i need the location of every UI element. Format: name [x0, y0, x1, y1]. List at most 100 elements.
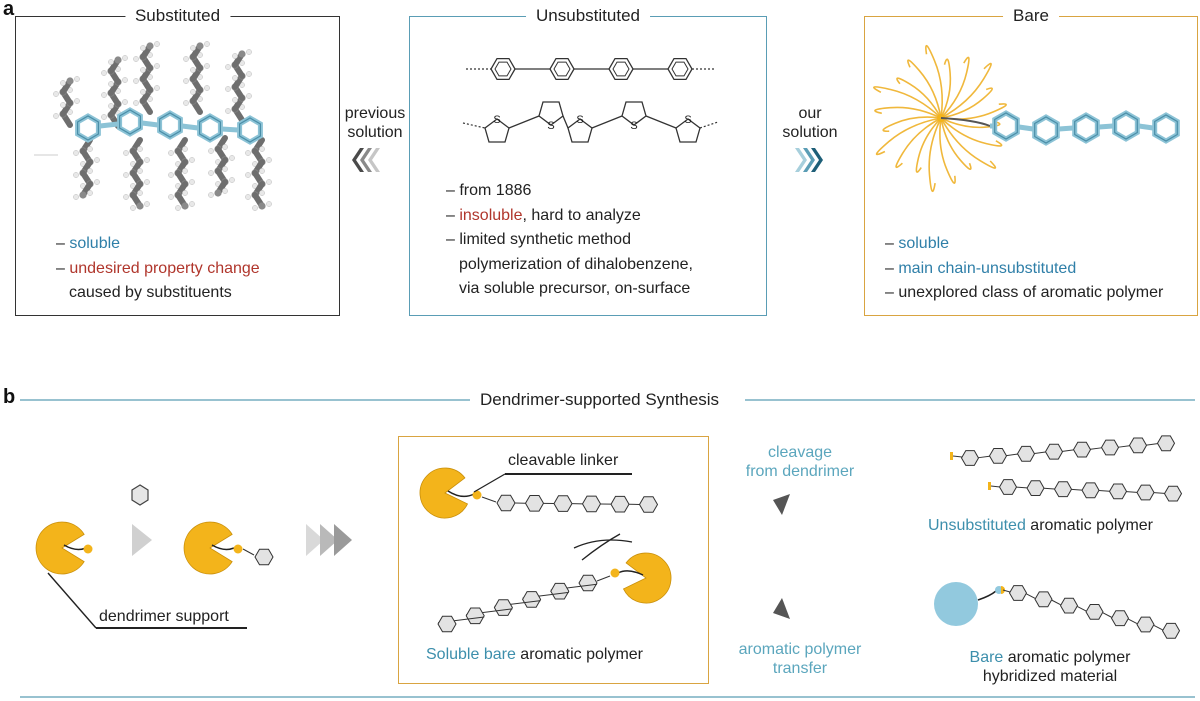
dendron-arm — [928, 117, 942, 193]
dendrimer-support-label: dendrimer support — [99, 608, 229, 625]
hydrogen-atom — [246, 93, 252, 99]
chain-ring — [638, 496, 659, 513]
hydrogen-atom — [74, 76, 80, 82]
hydrogen-atom — [60, 102, 66, 108]
dendron-arm — [940, 117, 1003, 147]
benzene-inner — [612, 61, 630, 77]
linker-dot-1 — [83, 544, 93, 554]
chain-ring — [988, 448, 1008, 464]
hydrogen-atom — [123, 194, 129, 200]
hydrogen-atom — [144, 157, 150, 163]
hydrogen-atom — [190, 89, 196, 95]
carbon-atom — [214, 189, 222, 197]
benzene-ring — [549, 57, 575, 81]
hydrogen-atom — [137, 168, 143, 174]
hydrogen-atom — [73, 194, 79, 200]
monomer-ring-step2 — [254, 548, 274, 566]
hydrogen-atom — [222, 188, 228, 194]
chain-end-right — [699, 121, 719, 129]
hydrogen-atom — [190, 67, 196, 73]
unsubstituted-title: Unsubstituted — [526, 6, 650, 26]
hydrogen-atom — [53, 91, 59, 97]
chain-end-left — [462, 122, 486, 129]
dendron-arm — [882, 116, 942, 133]
benzene-inner — [494, 61, 512, 77]
pacman-dendrimer — [35, 521, 85, 575]
sulfur-atom: S — [493, 114, 500, 126]
chain-bond — [1118, 445, 1130, 448]
bare-polymer-3d — [990, 110, 1180, 146]
chain-ring — [465, 607, 485, 625]
main-chain-text: main chain-unsubstituted — [898, 259, 1077, 277]
chain-bond — [481, 496, 497, 503]
hydrogen-atom — [154, 63, 160, 69]
chain-bond — [990, 485, 1001, 488]
chain-ring — [960, 450, 980, 466]
polyphenylene-structure — [466, 57, 716, 81]
hydrogen-atom — [133, 100, 139, 106]
bare-soluble-text: soluble — [898, 235, 950, 252]
step-dendrimer-2 — [183, 521, 233, 575]
chain-bond — [1006, 453, 1018, 457]
blue-sphere — [934, 582, 978, 626]
chain-ring — [1034, 591, 1053, 608]
hydrogen-atom — [246, 49, 252, 55]
backbone-ring-edge — [199, 115, 221, 141]
thiophene-ring — [484, 118, 510, 143]
linker — [940, 117, 991, 127]
hydrogen-atom — [108, 81, 114, 87]
hydrogen-atom — [204, 41, 210, 47]
hydrogen-atom — [87, 146, 93, 152]
cleavage-label: cleavage from dendrimer — [745, 444, 855, 480]
carbon-atom — [146, 42, 154, 50]
previous-solution-chevrons — [352, 148, 380, 172]
chain-ring — [1059, 597, 1079, 614]
hydrogen-atom — [204, 63, 210, 69]
dendron-arm — [940, 56, 970, 119]
hydrogen-atom — [245, 150, 251, 156]
chain-bond — [1062, 449, 1074, 452]
linker-1 — [63, 544, 87, 551]
hydrogen-atom — [183, 100, 189, 106]
hydrogen-atom — [229, 155, 235, 161]
chain-ring — [578, 574, 598, 592]
hydrogen-atom — [94, 157, 100, 163]
carbon-atom — [79, 191, 87, 199]
sulfur-atom: S — [630, 120, 637, 132]
hydrogen-atom — [140, 89, 146, 95]
hydrogen-atom — [94, 179, 100, 185]
tangled-chain-2 — [581, 533, 621, 561]
triangle-arrow-1 — [132, 524, 152, 556]
chain-ring — [522, 591, 542, 608]
hybrid-linker — [977, 590, 997, 601]
carbon-atom — [136, 202, 144, 210]
bare-ring-edge — [1034, 116, 1058, 144]
cleavable-linker-label: cleavable linker — [508, 452, 619, 469]
hydrogen-atom — [208, 170, 214, 176]
chain-ring — [437, 615, 457, 633]
tangled-chain-1 — [573, 539, 633, 549]
chain-ring — [1081, 482, 1100, 499]
carbon-atom — [258, 202, 266, 210]
hydrogen-atom — [183, 56, 189, 62]
our-solution-chevrons — [795, 148, 823, 172]
benzene-ring — [667, 57, 693, 81]
our-solution-label: our solution — [782, 105, 838, 141]
backbone-ring-edge — [159, 112, 181, 138]
backbone-bond — [141, 120, 159, 128]
hydrogen-atom — [133, 78, 139, 84]
hydrogen-atom — [137, 190, 143, 196]
thiophene-bond — [562, 115, 569, 129]
bare-ring-edge — [1154, 114, 1178, 142]
output-chains — [950, 435, 1183, 639]
dendron-arm — [874, 106, 942, 119]
dendron-arm — [925, 45, 943, 119]
sulfur-atom: S — [547, 120, 554, 132]
bare-bullets: – soluble – main chain-unsubstituted – u… — [885, 235, 1164, 301]
bare-box: Bare – soluble – main chain-unsubstitute… — [864, 6, 1198, 316]
backbone-ring-edge — [239, 117, 261, 143]
hydrogen-atom — [182, 190, 188, 196]
bare-bond — [1058, 125, 1074, 132]
hydrogen-atom — [232, 75, 238, 81]
